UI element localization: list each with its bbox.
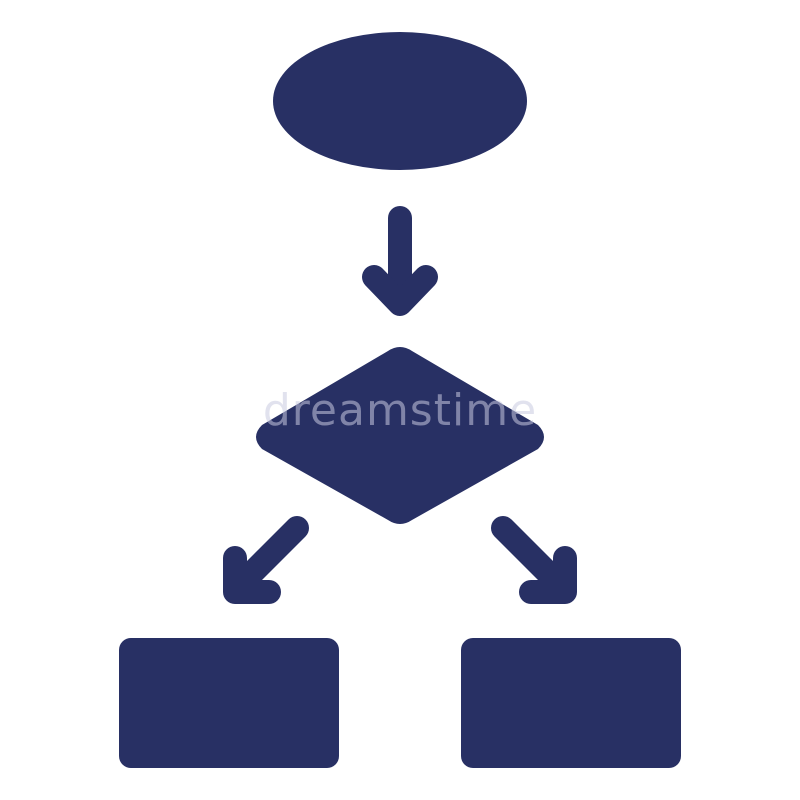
start-terminal-ellipse: [273, 32, 527, 170]
arrow-down-right-icon: [491, 516, 577, 604]
arrow-down-icon: [362, 206, 438, 316]
arrow-down-left-icon: [223, 516, 309, 604]
watermark-text: dreamstime: [263, 385, 537, 436]
process-right-rect: [461, 638, 681, 768]
decision-diamond: [256, 347, 544, 524]
process-left-rect: [119, 638, 339, 768]
